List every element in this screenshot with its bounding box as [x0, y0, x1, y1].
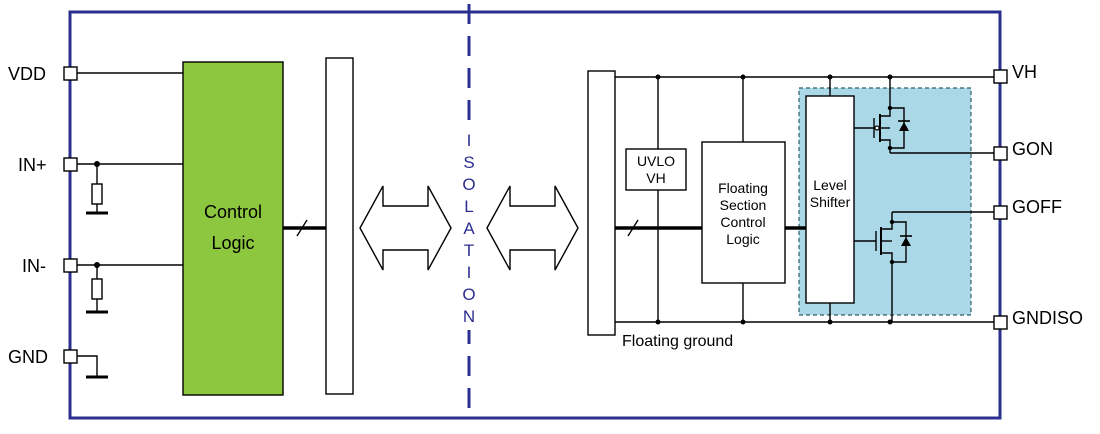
right-bus-slash: [627, 219, 639, 237]
pin-vdd[interactable]: [63, 66, 78, 81]
level-shifter-label-line2: Shifter: [810, 194, 851, 210]
right-double-arrow: [486, 185, 579, 271]
gnd-ground-symbol: [77, 355, 108, 379]
pin-in-minus[interactable]: [63, 258, 78, 273]
pin-label-vdd: VDD: [8, 64, 46, 84]
left-bus-slash: [296, 219, 308, 237]
control-logic-label-line2: Logic: [211, 233, 254, 253]
high-side-mosfet-icon: [854, 77, 910, 153]
isolation-letter: N: [463, 307, 475, 326]
floating-control-label-line4: Logic: [726, 231, 759, 247]
low-side-mosfet-icon: [854, 212, 912, 322]
isolation-letter: S: [463, 153, 474, 172]
in-plus-pulldown-resistor: [86, 161, 108, 215]
control-logic-block: [182, 61, 284, 396]
floating-control-logic-block: [701, 141, 786, 284]
level-shifter-block: [805, 95, 855, 304]
isolation-letter: A: [463, 219, 475, 238]
pin-label-gndiso: GNDISO: [1012, 308, 1083, 328]
pin-label-in-plus: IN+: [18, 155, 47, 175]
rail-junctions: [655, 74, 893, 325]
pin-label-gnd: GND: [8, 347, 48, 367]
in-minus-pulldown-resistor: [86, 262, 108, 314]
uvlo-block: [625, 148, 687, 191]
level-shifter-label-line1: Level: [813, 177, 846, 193]
isolation-letter: L: [464, 197, 473, 216]
pin-gndiso[interactable]: [993, 315, 1008, 330]
right-receiver-block: [587, 70, 616, 336]
floating-control-label-line3: Control: [720, 214, 765, 230]
pin-gon[interactable]: [993, 146, 1008, 161]
floating-control-label-line1: Floating: [718, 180, 768, 196]
left-transmitter-block: [325, 57, 354, 395]
isolation-label: I S O L A T I O N: [461, 130, 478, 330]
left-double-arrow: [359, 185, 452, 271]
uvlo-label-line1: UVLO: [637, 153, 675, 169]
isolation-letter: O: [462, 285, 475, 304]
pin-goff[interactable]: [993, 205, 1008, 220]
pin-label-gon: GON: [1012, 139, 1053, 159]
isolation-letter: I: [467, 131, 472, 150]
control-logic-label-line1: Control: [204, 202, 262, 222]
uvlo-label-line2: VH: [646, 170, 665, 186]
floating-control-label-line2: Section: [720, 197, 767, 213]
pin-label-in-minus: IN-: [22, 256, 46, 276]
isolation-letter: O: [462, 175, 475, 194]
isolation-letter: I: [467, 263, 472, 282]
pin-vh[interactable]: [993, 69, 1008, 84]
pin-label-vh: VH: [1012, 62, 1037, 82]
isolation-letter: T: [464, 241, 474, 260]
floating-ground-label: Floating ground: [622, 333, 733, 350]
pin-in-plus[interactable]: [63, 157, 78, 172]
pin-label-goff: GOFF: [1012, 197, 1062, 217]
pin-gnd[interactable]: [63, 349, 78, 364]
